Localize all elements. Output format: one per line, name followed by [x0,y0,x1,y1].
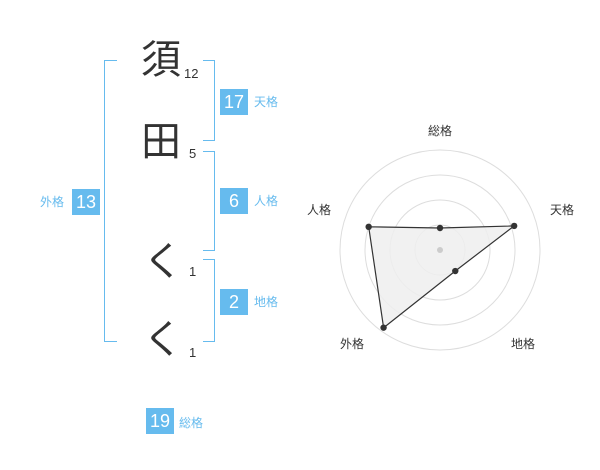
radar-label-gaikaku: 外格 [340,337,365,351]
radar-point-2 [510,222,518,230]
gaikaku-value: 13 [72,189,100,215]
tenkaku-bracket [203,60,215,141]
radar-point-1 [436,224,444,232]
radar-ring-3 [364,174,516,326]
tenkaku-label: 天格 [254,95,279,109]
radar-label-jinkaku: 人格 [307,203,332,217]
name-char-2: 田 [141,119,181,165]
radar-polygon [368,225,517,329]
soukaku-label: 総格 [179,416,204,430]
stroke-count-3: 1 [189,264,197,279]
radar-label-chikaku: 地格 [511,337,536,351]
chikaku-bracket [203,259,215,342]
jinkaku-bracket [203,151,215,251]
gaikaku-bracket [104,60,117,342]
stroke-count-2: 5 [189,146,197,161]
chikaku-label: 地格 [254,295,279,309]
name-char-4: く [143,317,183,363]
radar-label-soukaku: 総格 [428,124,453,138]
stroke-count-1: 12 [184,66,199,81]
soukaku-value: 19 [146,408,174,434]
radar-point-4 [380,324,387,331]
chikaku-value: 2 [220,289,248,315]
tenkaku-value: 17 [220,89,248,115]
stroke-count-4: 1 [189,345,197,360]
radar-point-5 [365,223,372,231]
name-char-3: く [143,239,183,285]
name-char-1: 須 [141,37,181,83]
radar-point-3 [452,267,459,275]
radar-center-dot [437,247,443,253]
radar-ring-4 [339,149,541,351]
gaikaku-label: 外格 [40,195,65,209]
jinkaku-label: 人格 [254,194,279,208]
radar-label-tenkaku: 天格 [550,203,575,217]
jinkaku-value: 6 [220,188,248,214]
